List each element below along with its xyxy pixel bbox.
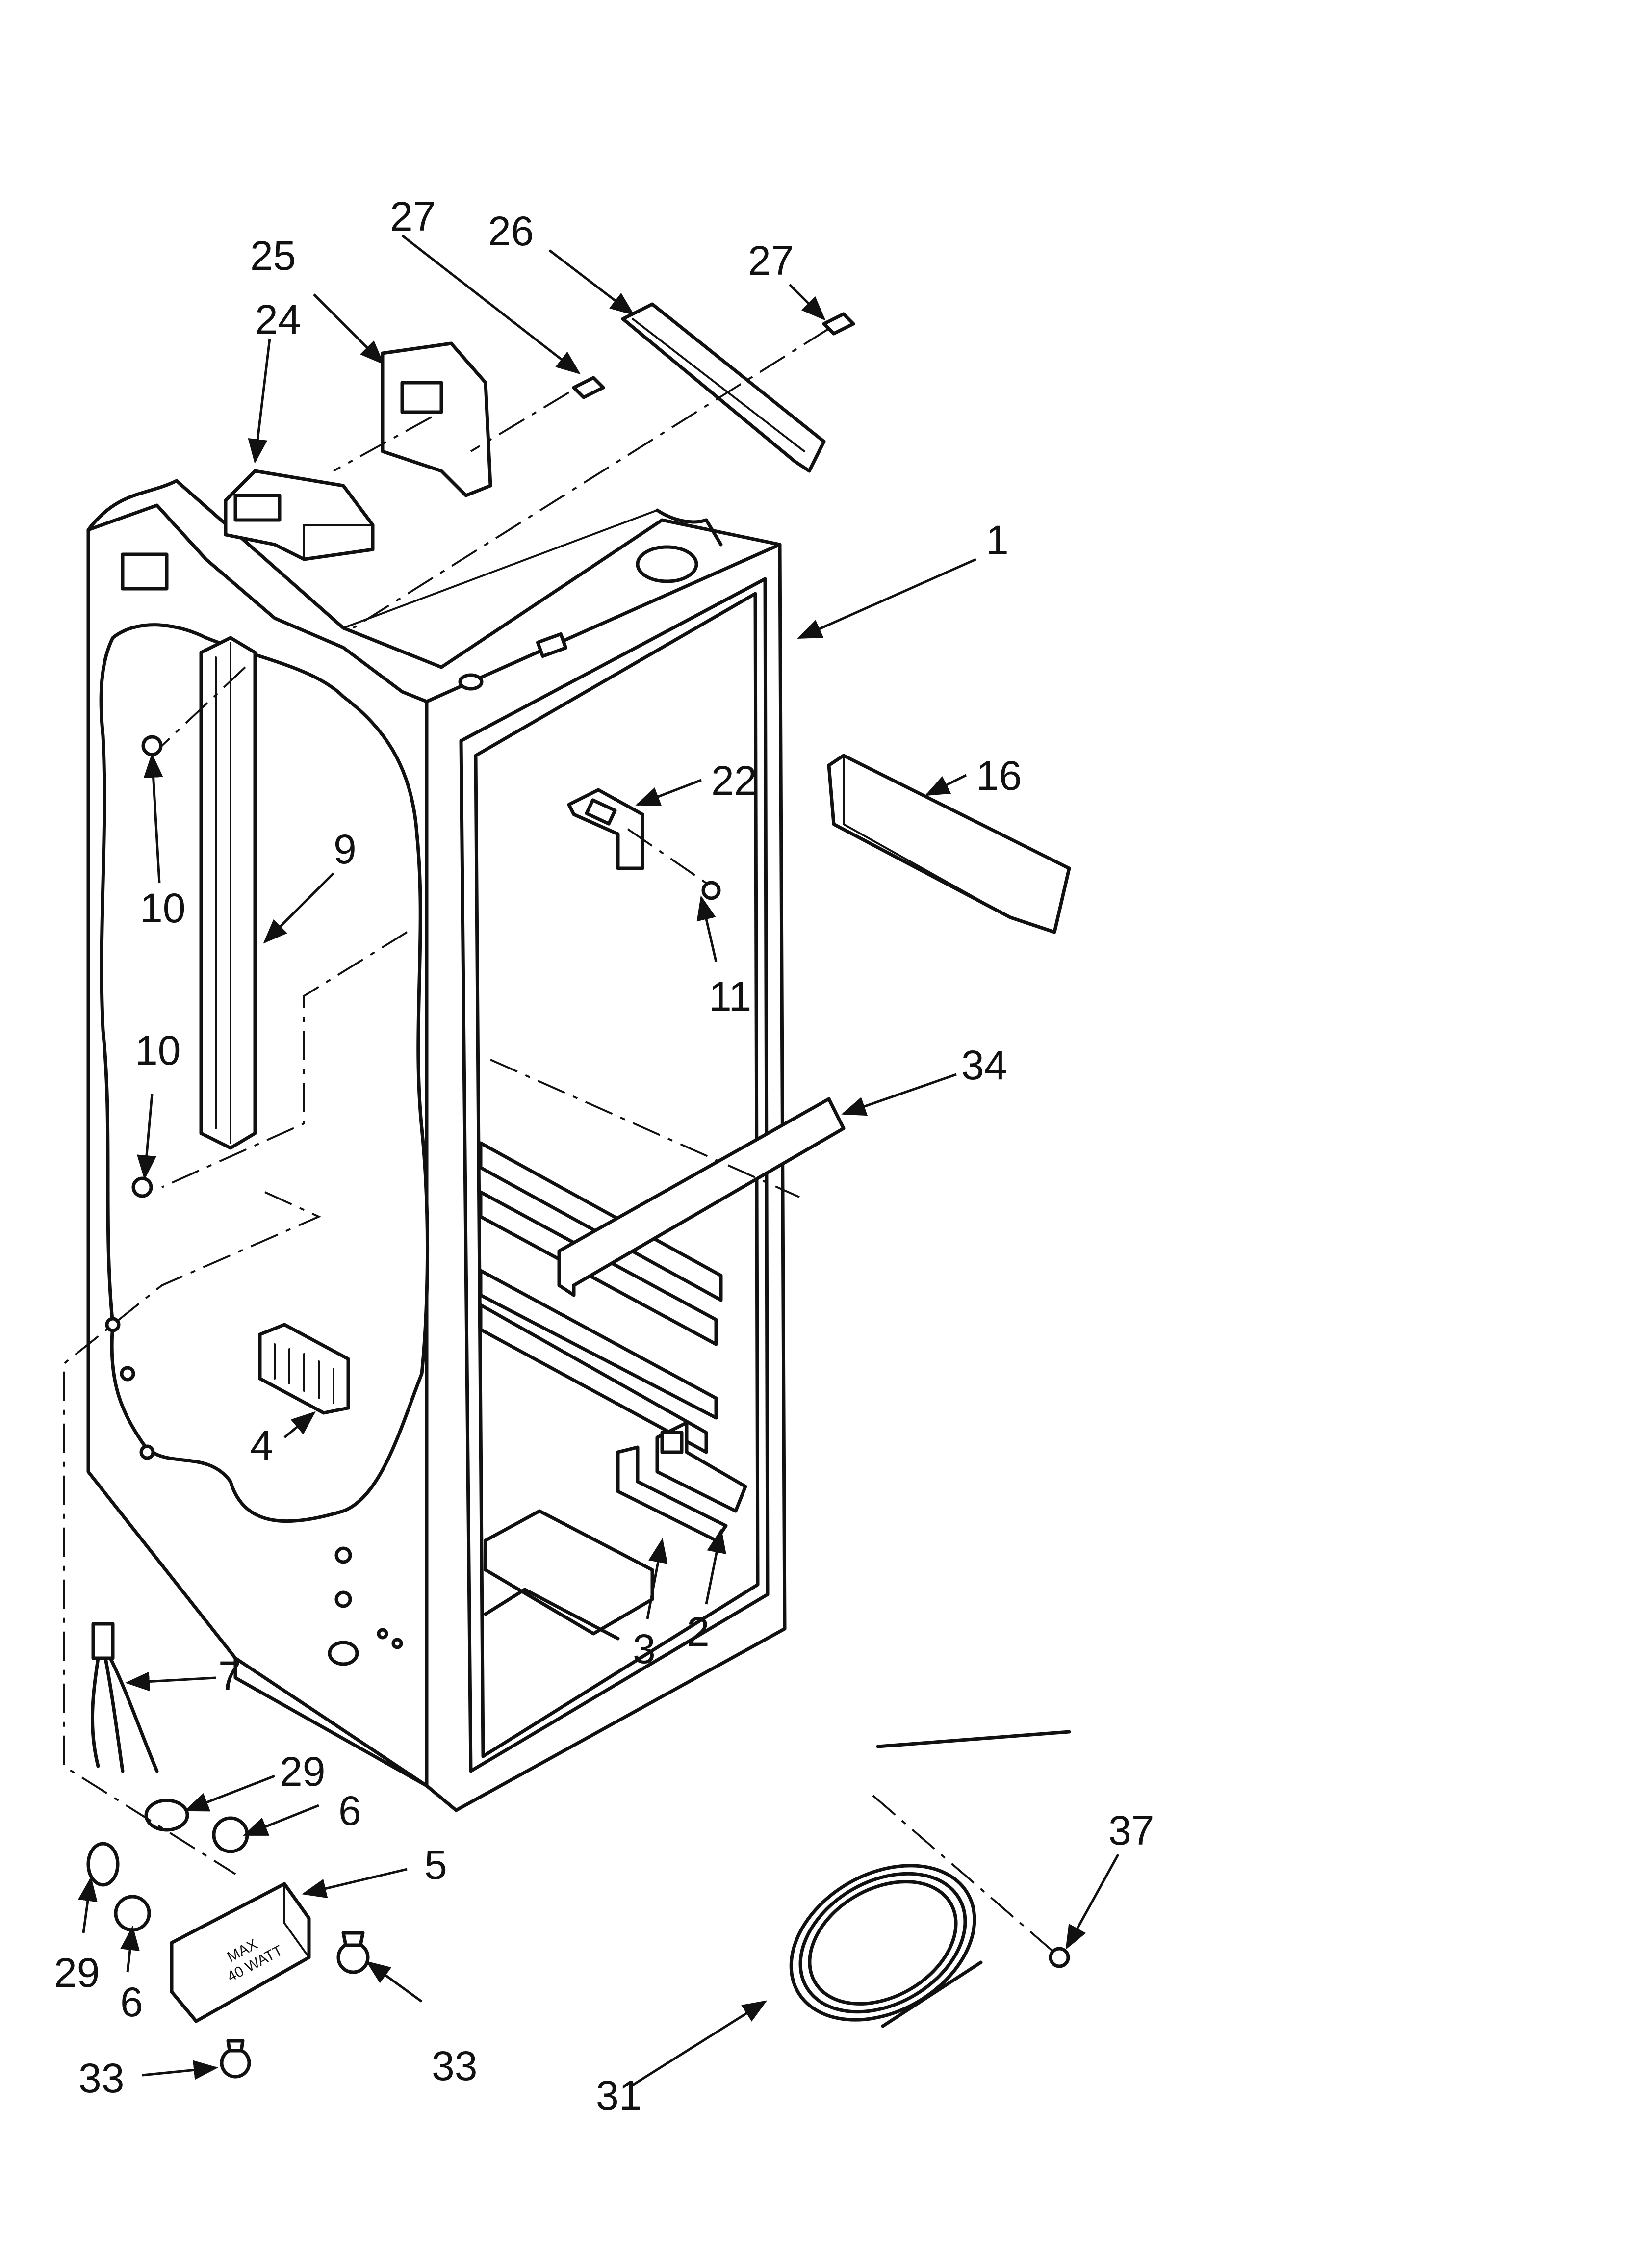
callout-33: 33: [78, 2055, 124, 2101]
callout-10: 10: [135, 1027, 180, 1073]
callout-34: 34: [961, 1042, 1007, 1088]
callout-3: 3: [633, 1626, 656, 1672]
lamp-socket: [86, 1799, 189, 1887]
callout-2: 2: [687, 1609, 710, 1655]
callout-11: 11: [709, 973, 751, 1019]
callout-26: 26: [488, 208, 534, 254]
callout-27: 27: [390, 193, 436, 239]
light-bulb: [220, 1931, 370, 2079]
callout-1: 1: [986, 517, 1009, 563]
light-assembly: MAX 40 WATT: [170, 1882, 311, 2023]
assembly-lines: [63, 328, 1055, 1954]
callout-31: 31: [596, 2072, 641, 2118]
callout-9: 9: [334, 826, 357, 872]
wiring-harness: [90, 1622, 159, 1773]
callout-6: 6: [338, 1788, 361, 1834]
callout-37: 37: [1108, 1807, 1154, 1853]
screw: [1049, 1947, 1070, 1968]
leader-lines: [78, 235, 1120, 2086]
callout-33: 33: [432, 2043, 477, 2089]
shelf-ladder-rail: [199, 636, 257, 1150]
callout-4: 4: [250, 1422, 273, 1468]
water-tube-coil: [789, 1730, 1071, 2028]
callout-27: 27: [748, 237, 794, 284]
light-housing: [224, 469, 375, 561]
callout-labels: 27 26 27 25 24 1 22 16 9 10 11 10 34 4 3…: [54, 193, 1154, 2118]
callout-5: 5: [424, 1842, 447, 1888]
screw: [572, 312, 855, 399]
bracket-3: [616, 1445, 728, 1542]
callout-16: 16: [976, 753, 1022, 799]
light-bracket: [381, 341, 492, 497]
callout-29: 29: [54, 1950, 100, 1996]
cabinet-liner: [86, 479, 787, 1812]
hinge-bracket: [567, 788, 644, 870]
callout-10: 10: [140, 885, 185, 931]
callout-7: 7: [218, 1653, 241, 1699]
bracket-2: [655, 1421, 747, 1513]
shelf-support: [557, 1097, 846, 1297]
callout-29: 29: [280, 1748, 325, 1795]
callout-22: 22: [711, 757, 757, 804]
screw: [701, 881, 721, 900]
callout-6: 6: [120, 1979, 143, 2025]
callout-25: 25: [250, 233, 296, 279]
air-vent-grille: [258, 1323, 350, 1415]
crisper-cover-support: [827, 754, 1071, 934]
top-trim-rail: [621, 302, 826, 473]
callout-24: 24: [255, 296, 301, 342]
